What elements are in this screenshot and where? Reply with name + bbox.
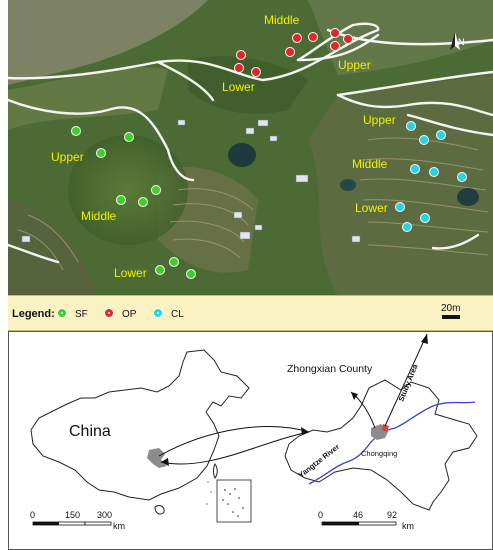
cl-sample-point xyxy=(406,121,416,131)
arrow-china-to-region xyxy=(158,426,310,457)
legend-label-sf: SF xyxy=(75,309,88,320)
legend-scale-bar: 20m xyxy=(441,303,460,319)
location-maps-panel: China 0 150 300 km xyxy=(8,331,493,550)
op-sample-point xyxy=(234,63,244,73)
china-scale-tick-0: 0 xyxy=(30,510,35,520)
location-maps-svg: China 0 150 300 km xyxy=(30,333,478,531)
zone-label-op-middle: Middle xyxy=(264,13,300,27)
op-sample-point xyxy=(330,41,340,51)
op-sample-point xyxy=(251,67,261,77)
op-sample-point xyxy=(308,32,318,42)
sample-points-cl xyxy=(395,121,467,232)
china-scale-tick-2: 300 xyxy=(97,510,112,520)
pond xyxy=(457,188,479,206)
legend-item-op: OP xyxy=(104,308,137,320)
legend-item-cl: CL xyxy=(153,308,184,320)
zone-label-sf-middle: Middle xyxy=(81,209,117,223)
arrow-region-to-china xyxy=(160,431,310,465)
study-area-marker xyxy=(382,424,389,432)
sf-sample-point xyxy=(155,265,165,275)
satellite-image: Middle Upper Lower Upper Middle Lower Up… xyxy=(8,0,493,295)
zone-label-sf-lower: Lower xyxy=(114,266,147,280)
pond xyxy=(228,143,256,167)
legend-bar: Legend: SF OP CL 20m xyxy=(8,295,493,331)
region-scale-bar: 0 46 92 km xyxy=(318,510,414,531)
sf-sample-point xyxy=(71,126,81,136)
sf-sample-point xyxy=(186,269,196,279)
region-scale-tick-0: 0 xyxy=(318,510,323,520)
sf-sample-point xyxy=(138,197,148,207)
op-sample-point xyxy=(285,47,295,57)
hainan-island xyxy=(154,505,165,515)
zone-label-cl-upper: Upper xyxy=(363,113,396,127)
cl-sample-point xyxy=(429,167,439,177)
legend-scale-label: 20m xyxy=(441,303,460,314)
sf-sample-point xyxy=(116,195,126,205)
legend-svg: Legend: SF OP CL 20m xyxy=(12,303,460,320)
arrow-to-study-area xyxy=(384,333,428,427)
zone-label-op-upper: Upper xyxy=(338,58,371,72)
zone-label-sf-upper: Upper xyxy=(51,150,84,164)
sf-sample-point xyxy=(151,185,161,195)
north-arrow-icon: N xyxy=(450,32,465,50)
china-label: China xyxy=(69,423,111,440)
sample-points-sf xyxy=(71,126,196,279)
zone-label-cl-middle: Middle xyxy=(352,157,388,171)
region-scale-tick-2: 92 xyxy=(387,510,397,520)
chongqing-outline xyxy=(284,379,478,511)
legend-item-sf: SF xyxy=(57,308,88,320)
china-scale-unit: km xyxy=(113,521,125,531)
sf-sample-point xyxy=(124,132,134,142)
sf-sample-point xyxy=(96,148,106,158)
north-arrow-label: N xyxy=(458,37,465,47)
chongqing-label: Chongqing xyxy=(361,449,397,458)
china-scale-bar: 0 150 300 km xyxy=(30,510,125,531)
cl-sample-point xyxy=(410,164,420,174)
op-sample-point xyxy=(330,28,340,38)
region-scale-unit: km xyxy=(402,521,414,531)
zone-label-cl-lower: Lower xyxy=(355,201,388,215)
satellite-svg: Middle Upper Lower Upper Middle Lower Up… xyxy=(8,0,493,295)
region-scale-tick-1: 46 xyxy=(353,510,363,520)
cl-sample-point xyxy=(419,135,429,145)
op-sample-point xyxy=(236,50,246,60)
cl-sample-point xyxy=(402,222,412,232)
op-sample-point xyxy=(292,33,302,43)
south-china-sea-inset xyxy=(216,479,252,523)
china-scale-tick-1: 150 xyxy=(65,510,80,520)
op-sample-point xyxy=(343,34,353,44)
chongqing-highlight-china xyxy=(147,448,167,468)
cl-sample-point xyxy=(457,172,467,182)
cl-sample-point xyxy=(436,130,446,140)
zone-label-op-lower: Lower xyxy=(222,80,255,94)
legend-label-op: OP xyxy=(122,309,137,320)
pond xyxy=(340,179,356,191)
sample-points-op xyxy=(234,28,353,77)
legend-label-cl: CL xyxy=(171,309,184,320)
china-outline xyxy=(30,349,250,501)
cl-sample-point xyxy=(395,202,405,212)
zhongxian-county-label: Zhongxian County xyxy=(287,363,373,375)
sf-sample-point xyxy=(169,257,179,267)
taiwan-island xyxy=(213,463,218,479)
cl-sample-point xyxy=(420,213,430,223)
legend-title: Legend: xyxy=(12,308,55,320)
